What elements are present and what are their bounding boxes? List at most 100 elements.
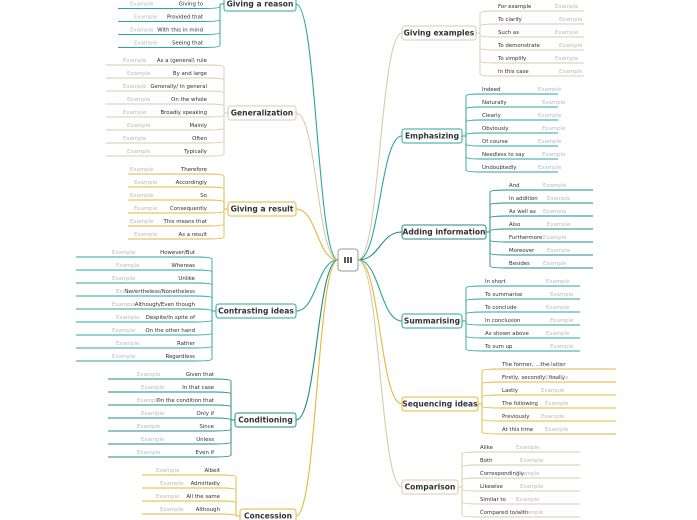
leaf-broadly-speaking[interactable]: Broadly speaking bbox=[160, 110, 207, 116]
leaf-so[interactable]: So bbox=[200, 193, 207, 199]
topic-sequencing-ideas[interactable]: Sequencing ideas bbox=[401, 396, 479, 412]
leaf-giving-to[interactable]: Giving to bbox=[179, 2, 203, 8]
leaf-previously[interactable]: Previously bbox=[502, 414, 530, 420]
leaf-to-sum-up[interactable]: To sum up bbox=[484, 344, 513, 350]
leaf-as-a-general-rule[interactable]: As a (general) rule bbox=[157, 58, 208, 64]
leaf-the-following[interactable]: The following bbox=[501, 401, 538, 407]
leaf-given-that[interactable]: Given that bbox=[186, 372, 214, 378]
leaf-accordingly[interactable]: Accordingly bbox=[176, 180, 208, 186]
topic-generalization[interactable]: Generalization bbox=[227, 105, 297, 121]
leaf-in-conclusion[interactable]: In conclusion bbox=[485, 318, 520, 324]
leaf-although[interactable]: Although bbox=[196, 507, 220, 513]
example-label: Example bbox=[137, 450, 161, 456]
leaf-as-well-as[interactable]: As well as bbox=[509, 209, 536, 215]
leaf-as-a-result[interactable]: As a result bbox=[179, 232, 207, 238]
leaf-on-the-whole[interactable]: On the whole bbox=[171, 97, 208, 103]
leaf-with-this-in-mind[interactable]: With this in mind bbox=[157, 28, 203, 34]
leaf-rather[interactable]: Rather bbox=[177, 341, 196, 347]
leaf-indeed[interactable]: Indeed bbox=[482, 87, 500, 93]
leaf-connector bbox=[76, 308, 213, 312]
leaf-by-and-large[interactable]: By and large bbox=[173, 71, 208, 77]
leaf-often[interactable]: Often bbox=[192, 136, 207, 142]
leaf-firstly-secondly-finally[interactable]: Firstly, secondly, finally bbox=[502, 375, 566, 381]
leaf-on-the-other-hand[interactable]: On the other hand bbox=[145, 328, 195, 334]
topic-adding-information[interactable]: Adding information bbox=[401, 224, 487, 240]
leaf-connector bbox=[106, 113, 225, 157]
root-node[interactable]: III bbox=[337, 248, 359, 272]
leaf-nevertheless-nonetheless[interactable]: Nevertheless/Nonetheless bbox=[124, 289, 195, 295]
leaf-connector bbox=[108, 391, 232, 420]
topic-sequencing-ideas-connector bbox=[357, 259, 403, 405]
topic-concession[interactable]: Concession bbox=[239, 508, 297, 520]
leaf-albeit[interactable]: Albeit bbox=[204, 468, 220, 474]
leaf-obviously[interactable]: Obviously bbox=[482, 126, 509, 132]
topic-emphasizing[interactable]: Emphasizing bbox=[401, 128, 463, 144]
leaf-connector bbox=[461, 464, 580, 487]
leaf-as-shown-above[interactable]: As shown above bbox=[485, 331, 529, 337]
leaf-such-as[interactable]: Such as bbox=[498, 30, 519, 36]
leaf-lastly[interactable]: Lastly bbox=[502, 388, 519, 394]
leaf-on-the-condition-that[interactable]: On the condition that bbox=[156, 398, 214, 404]
topic-giving-examples[interactable]: Giving examples bbox=[401, 25, 477, 41]
leaf-to-demonstrate[interactable]: To demonstrate bbox=[497, 43, 541, 49]
leaf-needless-to-say[interactable]: Needless to say bbox=[482, 152, 525, 158]
leaf-alike[interactable]: Alike bbox=[480, 445, 494, 451]
leaf-clearly[interactable]: Clearly bbox=[482, 113, 502, 119]
leaf-whereas[interactable]: Whereas bbox=[171, 263, 195, 269]
leaf-this-means-that[interactable]: This means that bbox=[163, 219, 208, 225]
leaf-connector bbox=[142, 500, 237, 516]
leaf-in-that-case[interactable]: In that case bbox=[182, 385, 214, 391]
leaf-generally-in-general[interactable]: Generally/ In general bbox=[150, 84, 207, 90]
leaf-also[interactable]: Also bbox=[509, 222, 520, 228]
leaf-to-summarise[interactable]: To summarise bbox=[484, 292, 523, 298]
example-label: Example bbox=[555, 4, 579, 10]
leaf-both[interactable]: Both bbox=[480, 458, 493, 464]
leaf-mainly[interactable]: Mainly bbox=[189, 123, 207, 129]
leaf-unless[interactable]: Unless bbox=[196, 437, 214, 443]
leaf-even-if[interactable]: Even if bbox=[196, 450, 215, 456]
topic-concession-label: Concession bbox=[244, 512, 292, 520]
topic-giving-a-result[interactable]: Giving a result bbox=[227, 201, 297, 217]
leaf-despite-in-spite-of[interactable]: Despite/In spite of bbox=[146, 315, 195, 321]
leaf-however-but[interactable]: However/But bbox=[160, 250, 195, 256]
leaf-typically[interactable]: Typically bbox=[183, 149, 208, 155]
leaf-although-even-though[interactable]: Although/Even though bbox=[135, 302, 195, 308]
leaf-to-simplify[interactable]: To simplify bbox=[497, 56, 527, 62]
leaf-furthermore[interactable]: Furthermore bbox=[509, 235, 543, 241]
leaf-admittedly[interactable]: Admittedly bbox=[191, 481, 221, 487]
leaf-in-this-case[interactable]: In this case bbox=[498, 69, 529, 75]
leaf-of-course[interactable]: Of course bbox=[482, 139, 509, 145]
leaf-consequently[interactable]: Consequently bbox=[170, 206, 208, 212]
leaf-to-conclude[interactable]: To conclude bbox=[484, 305, 517, 311]
leaf-besides[interactable]: Besides bbox=[509, 261, 530, 267]
leaf-provided-that[interactable]: Provided that bbox=[167, 15, 203, 21]
leaf-compared-to-with[interactable]: Compared to/with bbox=[480, 510, 528, 516]
topic-generalization-connector bbox=[295, 112, 339, 261]
leaf-at-this-time[interactable]: At this time bbox=[502, 427, 534, 433]
topic-giving-a-reason[interactable]: Giving a reason bbox=[223, 0, 297, 12]
leaf-in-addition[interactable]: In addition bbox=[509, 196, 538, 202]
leaf-regardless[interactable]: Regardless bbox=[165, 354, 195, 360]
topic-contrasting-ideas[interactable]: Contrasting ideas bbox=[215, 303, 297, 319]
leaf-in-short[interactable]: In short bbox=[485, 279, 506, 285]
leaf-for-example[interactable]: For example bbox=[498, 4, 532, 10]
leaf-and[interactable]: And bbox=[509, 183, 520, 189]
leaf-undoubtedly[interactable]: Undoubtedly bbox=[482, 165, 517, 171]
leaf-naturally[interactable]: Naturally bbox=[482, 100, 507, 106]
topic-comparison[interactable]: Comparison bbox=[401, 479, 459, 495]
leaf-unlike[interactable]: Unlike bbox=[178, 276, 195, 282]
leaf-all-the-same[interactable]: All the same bbox=[186, 494, 220, 500]
leaf-likewise[interactable]: Likewise bbox=[480, 484, 503, 490]
leaf-seeing-that[interactable]: Seeing that bbox=[172, 41, 203, 47]
example-label: Example bbox=[516, 471, 540, 477]
topic-conditioning[interactable]: Conditioning bbox=[234, 412, 297, 428]
topic-summarising[interactable]: Summarising bbox=[401, 313, 463, 329]
leaf-since[interactable]: Since bbox=[199, 424, 214, 430]
leaf-moreover[interactable]: Moreover bbox=[509, 248, 535, 254]
leaf-therefore[interactable]: Therefore bbox=[180, 167, 208, 173]
leaf-the-former-the-latter[interactable]: The former, ...the latter bbox=[501, 362, 566, 368]
leaf-similar-to[interactable]: Similar to bbox=[480, 497, 506, 503]
leaf-correspondingly[interactable]: Correspondingly bbox=[480, 471, 525, 477]
leaf-to-clarify[interactable]: To clarify bbox=[497, 17, 523, 23]
leaf-only-if[interactable]: Only if bbox=[197, 411, 215, 417]
